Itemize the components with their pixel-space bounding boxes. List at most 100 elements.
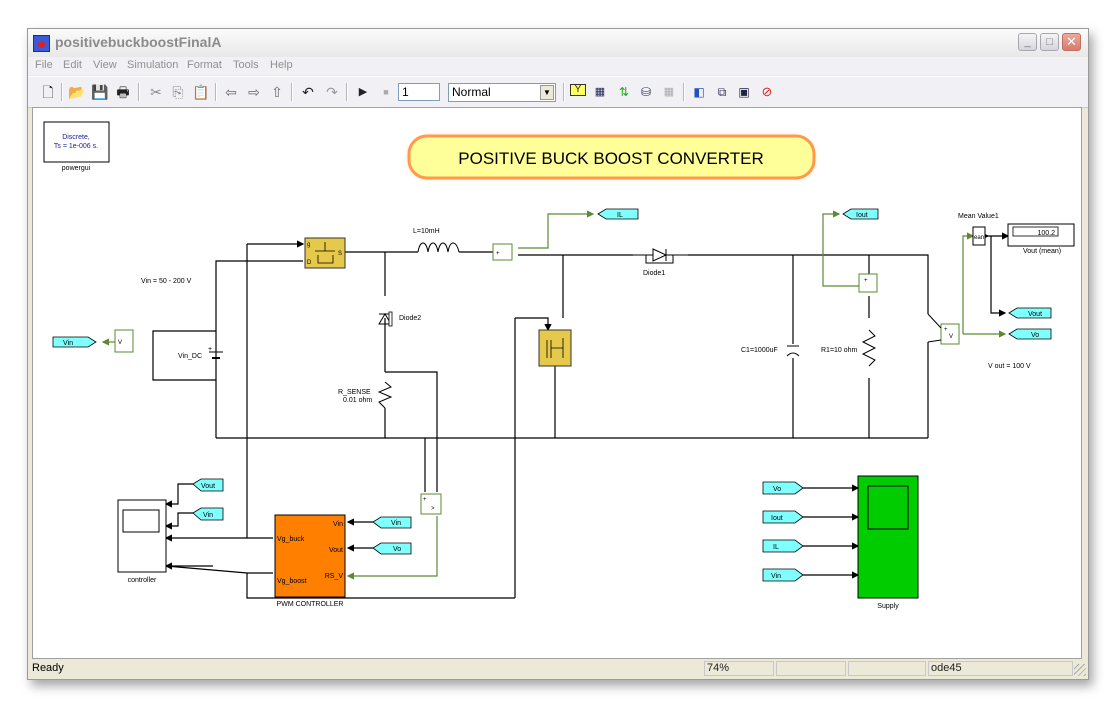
stop-simulation-icon[interactable]: ■ [383,87,389,97]
from-vout-tag[interactable]: Vout [192,478,224,492]
wire [927,313,942,343]
plus-sign: + [208,346,212,353]
from-vin-pwm-tag[interactable]: Vin [372,516,412,529]
display-label: Vout (mean) [1023,248,1061,255]
vout-voltmeter[interactable]: + V [940,323,960,345]
save-icon[interactable]: 💾 [91,84,109,100]
model-canvas[interactable]: Discrete, Ts = 1e-006 s. powergui POSITI… [32,107,1082,659]
inductor[interactable]: L=10mH [413,228,460,253]
r-sense-label: R_SENSE [338,389,371,396]
back-icon[interactable]: ⇦ [225,84,237,100]
mean-value-block[interactable]: ean [972,226,986,246]
from-vo-supply-tag[interactable]: Vo [762,481,804,495]
from-iout-supply-tag[interactable]: Iout [762,510,804,524]
capacitor-c1[interactable]: C1=1000uF [741,345,800,357]
vin-voltmeter[interactable]: V [114,329,134,353]
print-icon[interactable]: 🖶 [116,84,130,100]
drain-port-label: D [307,260,312,266]
new-model-icon[interactable]: 🗋 [42,84,54,100]
menu-simulation[interactable]: Simulation [127,59,179,71]
cut-icon[interactable]: ✂ [150,84,162,100]
pwm-controller-block[interactable]: Vg_buck Vg_boost Vin Vout RS_V PWM CONTR… [274,514,346,608]
controller-label: controller [128,577,157,584]
redo-icon[interactable]: ↷ [326,84,338,100]
menu-help[interactable]: Help [270,59,293,71]
tag-label: IL [773,544,779,551]
supply-scope[interactable]: Supply [857,475,919,610]
menu-format[interactable]: Format [187,59,222,71]
toolbar-separator [563,83,565,101]
menu-tools[interactable]: Tools [233,59,259,71]
goto-vout-tag[interactable]: Vout [1008,307,1052,319]
title-bar: positivebuckboostFinalA _ □ ✕ [28,29,1088,58]
paste-icon[interactable]: 📋 [192,84,210,100]
find-icon[interactable]: ⧉ [717,85,727,99]
start-simulation-icon[interactable]: ▶ [358,86,368,98]
goto-iout-tag[interactable]: Iout [842,208,879,220]
r-sense-resistor[interactable]: R_SENSE 0.01 ohm [338,381,393,409]
tag-label: Vo [773,486,781,493]
capacitor-label: C1=1000uF [741,347,778,354]
buck-mosfet-block[interactable]: g D S [304,237,346,269]
simulation-mode-select[interactable]: Normal ▼ [448,83,556,102]
vout-note: V out = 100 V [988,363,1031,370]
from-vo-pwm-tag[interactable]: Vo [372,542,412,555]
diode1[interactable]: Diode1 [633,248,688,277]
simulation-mode-value: Normal [452,85,491,99]
pwm-port-rs-v: RS_V [325,573,344,580]
controller-scope[interactable]: controller [117,499,167,584]
pwm-port-vin: Vin [333,521,343,528]
tag-label: Vin [63,340,73,347]
solver-name: ode45 [928,661,1073,676]
goto-vin-tag[interactable]: Vin [52,336,97,348]
minimize-button[interactable]: _ [1018,33,1037,51]
block-diagram: Discrete, Ts = 1e-006 s. powergui POSITI… [43,121,1075,610]
boost-mosfet-block[interactable] [538,329,572,367]
open-icon[interactable]: 📂 [68,84,86,100]
refresh-icon[interactable]: ⇅ [618,85,630,99]
maximize-button[interactable]: □ [1040,33,1059,51]
rsense-voltmeter[interactable]: + > [420,493,442,515]
powergui-ts: Ts = 1e-006 s. [54,143,98,150]
vout-mean-display[interactable]: 100.2 Vout (mean) [1007,223,1075,255]
build-icon[interactable]: ▦ [594,86,606,98]
menu-edit[interactable]: Edit [63,59,82,71]
diode2[interactable]: Diode2 [378,311,421,327]
resize-grip[interactable] [1074,664,1086,676]
powergui-mode: Discrete, [62,134,90,141]
debugger-icon[interactable]: ⊘ [761,84,773,99]
stop-time-input[interactable]: 1 [398,83,440,101]
update-diagram-icon[interactable]: Y [570,84,586,96]
library-browser-icon[interactable]: ⛁ [640,85,652,99]
from-vin-supply-tag[interactable]: Vin [762,568,804,582]
greater-sign: > [431,506,435,512]
goto-il-tag[interactable]: IL [597,208,639,220]
resistor-label: R1=10 ohm [821,347,858,354]
menu-file[interactable]: File [35,59,53,71]
resistor-r1[interactable]: R1=10 ohm [821,329,877,367]
powergui-block[interactable]: Discrete, Ts = 1e-006 s. powergui [43,121,110,172]
il-current-meter[interactable]: + [492,243,513,261]
close-button[interactable]: ✕ [1062,33,1081,51]
banner-text: POSITIVE BUCK BOOST CONVERTER [458,149,763,168]
from-il-supply-tag[interactable]: IL [762,539,804,553]
display-value: 100.2 [1037,230,1055,237]
vin-dc-source[interactable]: + Vin_DC [178,346,223,360]
tag-label: Vout [1028,311,1042,318]
up-icon[interactable]: ⇧ [271,84,283,100]
properties-icon[interactable]: ▣ [738,85,750,99]
forward-icon[interactable]: ⇨ [248,84,260,100]
menu-view[interactable]: View [93,59,117,71]
mean-value-label: Mean Value1 [958,213,999,220]
copy-icon[interactable]: ⎘ [172,84,184,100]
goto-vo-tag[interactable]: Vo [1008,328,1052,340]
tag-label: Vo [393,546,401,553]
chevron-down-icon[interactable]: ▼ [540,85,554,100]
model-explorer-icon[interactable]: ▦ [663,86,675,98]
tag-label: Vin [391,520,401,527]
model-browser-icon[interactable]: ◧ [693,85,705,99]
from-vin-tag[interactable]: Vin [192,507,224,521]
diode1-label: Diode1 [643,270,665,277]
iout-current-meter[interactable]: + [858,273,878,293]
undo-icon[interactable]: ↶ [302,84,314,100]
